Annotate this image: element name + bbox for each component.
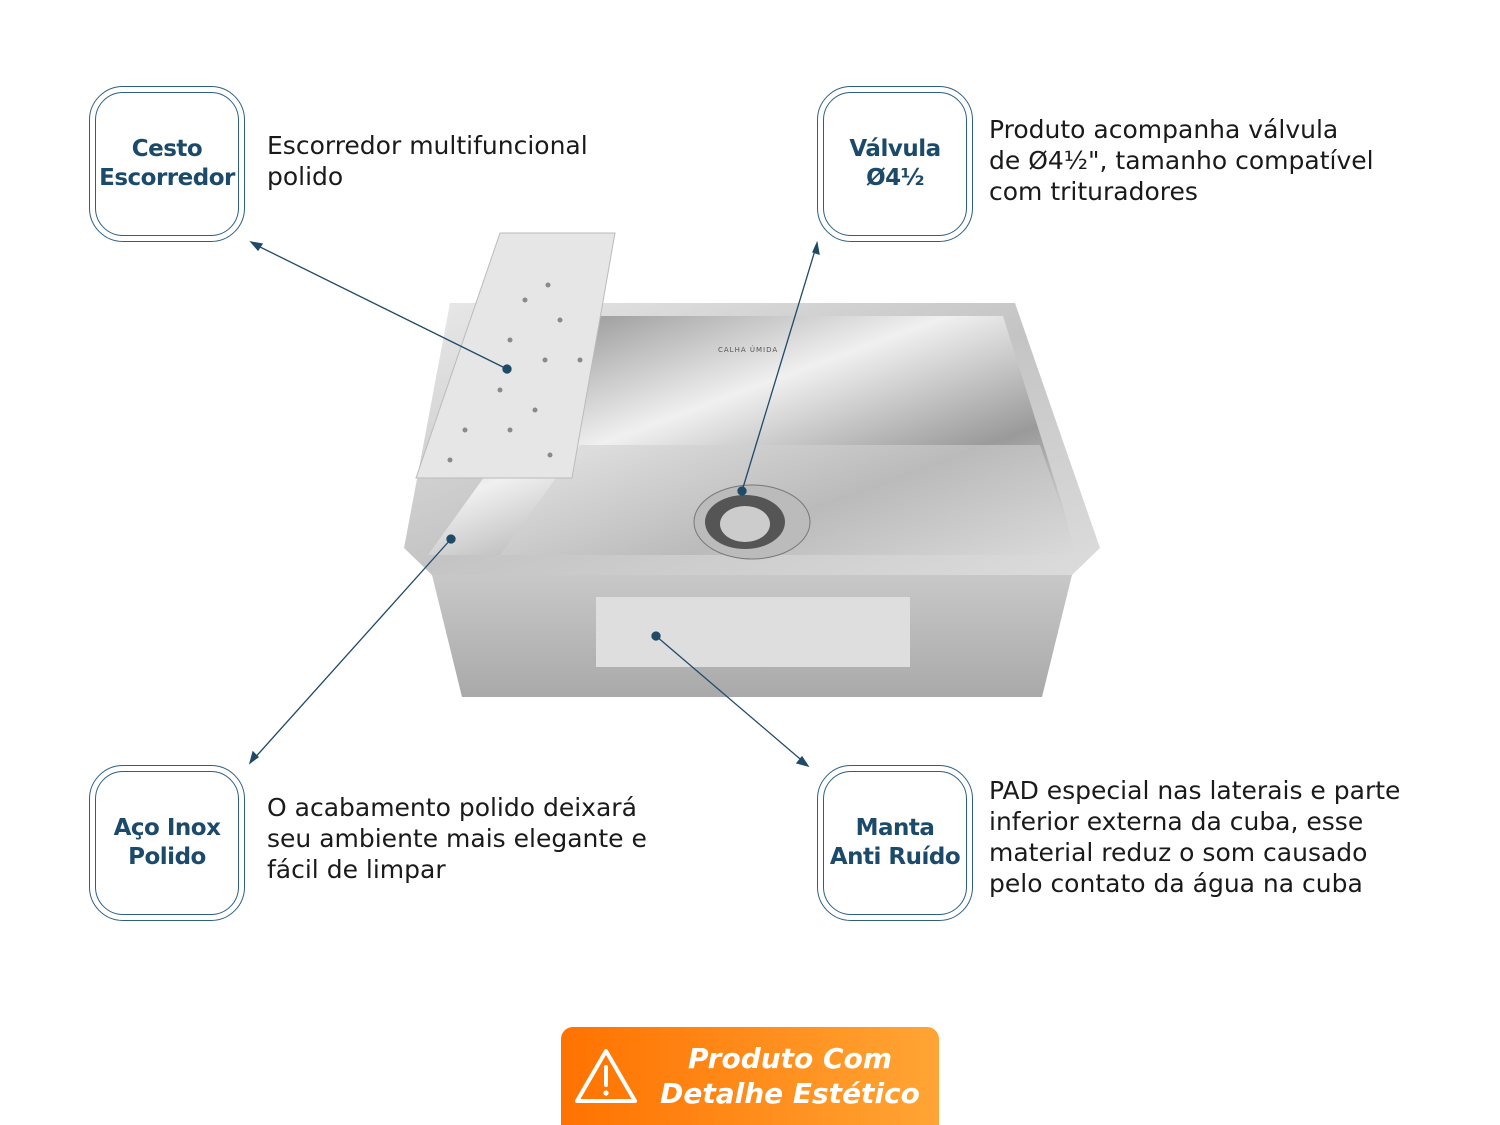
feature-badge-steel: Aço Inox Polido — [89, 765, 245, 921]
feature-title: Aço Inox Polido — [113, 815, 221, 870]
product-engraving: CALHA ÚMIDA — [718, 345, 778, 354]
feature-title: Válvula Ø4½ — [849, 136, 941, 191]
feature-description: PAD especial nas laterais e parte inferi… — [989, 776, 1401, 898]
warning-icon — [575, 1049, 637, 1103]
feature-description: O acabamento polido deixará seu ambiente… — [267, 793, 647, 884]
feature-title: Manta Anti Ruído — [829, 815, 961, 870]
feature-badge-drainer: Cesto Escorredor — [89, 86, 245, 242]
notice-label: Produto Com Detalhe Estético — [660, 1042, 920, 1110]
basket-holes — [447, 282, 583, 463]
feature-title: Cesto Escorredor — [99, 136, 235, 191]
callout-lines — [248, 240, 820, 768]
feature-badge-pad: Manta Anti Ruído — [817, 765, 973, 921]
feature-description: Escorredor multifuncional polido — [267, 131, 588, 191]
drainer-basket — [415, 232, 616, 479]
anti-noise-pad — [596, 597, 910, 667]
feature-badge-valve: Válvula Ø4½ — [817, 86, 973, 242]
aesthetic-detail-notice: Produto Com Detalhe Estético — [561, 1027, 939, 1125]
feature-description: Produto acompanha válvula de Ø4½", taman… — [989, 115, 1374, 206]
drain-valve — [693, 484, 811, 560]
